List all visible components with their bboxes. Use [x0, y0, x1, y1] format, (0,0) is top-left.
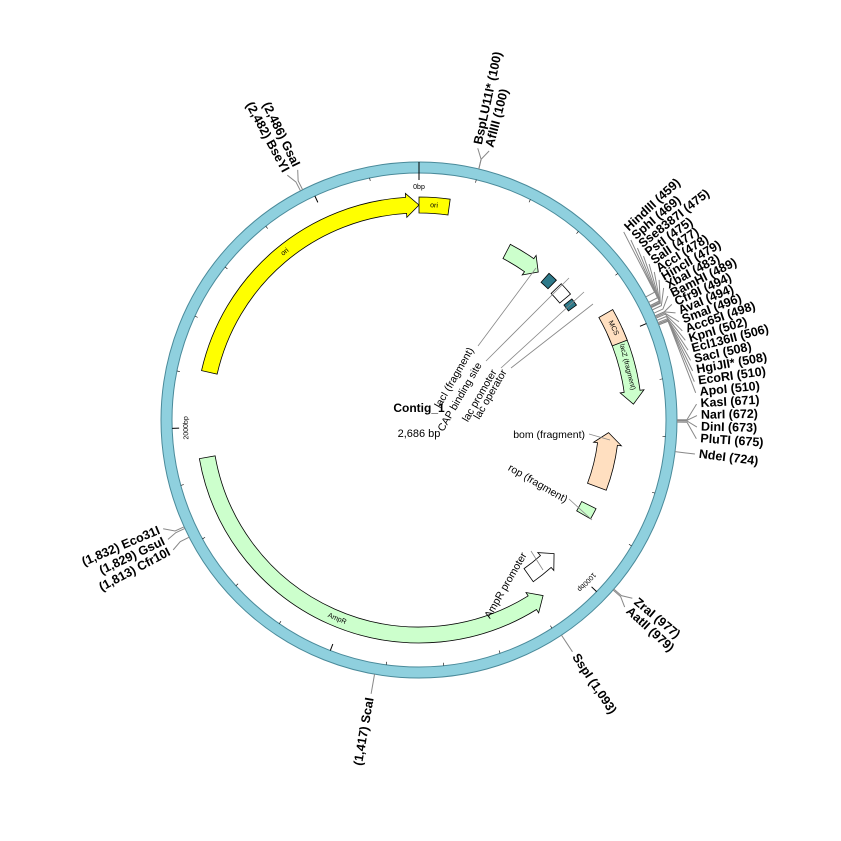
feature-CAP-binding-site [540, 272, 557, 290]
tick-mark [498, 650, 501, 654]
feature-MCS [598, 309, 628, 347]
tick-mark [550, 625, 553, 629]
site-connector [656, 315, 686, 341]
feature-label-bom-fragment: bom (fragment) [513, 429, 585, 441]
leader-rop-fragment [568, 498, 593, 521]
site-connector [676, 421, 697, 440]
tick-mark [194, 315, 198, 318]
tick-mark [265, 226, 268, 229]
site-connector [653, 295, 669, 314]
feature-label-ori: ori [280, 247, 291, 258]
leader-AmpR-promoter [530, 550, 544, 571]
site-connector [676, 415, 698, 421]
tick-mark [639, 323, 647, 327]
plasmid-size: 2,686 bp [398, 428, 441, 440]
tick-mark [591, 586, 597, 593]
site-connector [172, 536, 190, 551]
site-connector [478, 150, 490, 170]
site-connector [655, 312, 680, 323]
tick-mark [176, 370, 180, 372]
tick-mark [615, 273, 619, 276]
tick-mark [224, 266, 228, 270]
tick-mark [651, 491, 656, 494]
feature-label-rop-fragment: rop (fragment) [506, 462, 570, 506]
tick-mark [528, 199, 531, 203]
feature-AmpR [198, 455, 544, 644]
site-connector [658, 319, 694, 372]
site-label-apoi: ApoI (510) [699, 379, 761, 399]
site-connector [651, 279, 661, 309]
site-connector [652, 287, 665, 311]
tick-mark [369, 177, 371, 181]
site-label-nari: NarI (672) [701, 407, 758, 422]
site-connector [613, 588, 633, 599]
tick-mark [202, 537, 206, 540]
site-connector [163, 526, 185, 532]
site-connector [654, 311, 676, 317]
leader-bom-fragment [588, 433, 611, 441]
tick-label: 0bp [413, 184, 425, 191]
feature-ori [201, 192, 420, 375]
leader-CAP-binding-site [485, 277, 570, 362]
tick-mark [235, 583, 239, 586]
feature-label-ori-box: ori [430, 202, 439, 210]
site-connector [167, 528, 186, 540]
tick-mark [628, 544, 632, 547]
site-connector [676, 403, 697, 421]
feature-lacI-fragment [502, 243, 539, 276]
feature-AmpR-promoter [523, 552, 555, 583]
feature-ori-box [418, 196, 451, 216]
site-connector [370, 674, 376, 694]
feature-lac-promoter [550, 283, 572, 304]
plasmid-name: Contig_1 [393, 401, 445, 415]
feature-lacZ-fragment [607, 327, 645, 405]
tick-mark [329, 643, 334, 651]
backbone-ring [161, 162, 677, 678]
site-label-pluti: PluTI (675) [700, 431, 764, 449]
tick-mark [180, 484, 184, 486]
site-connector [561, 634, 573, 653]
tick-mark [576, 231, 579, 234]
site-connector [676, 420, 698, 428]
site-label-sspi: SspI (1,093) [569, 651, 619, 717]
site-connector [286, 174, 301, 192]
tick-label: 2000bp [183, 416, 191, 440]
tick-mark [279, 621, 282, 624]
leader-lacI-fragment [477, 267, 537, 347]
leader-lac-promoter [500, 291, 585, 369]
site-label-ndei: NdeI (724) [698, 447, 759, 468]
feature-rop-fragment [576, 500, 597, 520]
site-connector [612, 589, 626, 608]
feature-bom-fragment [587, 432, 623, 491]
site-connector [655, 313, 683, 332]
leader-lac-operator [510, 303, 594, 369]
site-label-kasi: KasI (671) [700, 393, 760, 410]
tick-mark [314, 195, 319, 203]
site-connector [654, 304, 673, 317]
tick-mark [475, 179, 477, 183]
site-connector [297, 169, 304, 190]
site-connector [658, 320, 697, 393]
plasmid-backbone [160, 161, 678, 679]
site-label-scai: (1,417) ScaI [351, 696, 377, 766]
site-label-dini: DinI (673) [701, 419, 758, 434]
site-connector [674, 451, 695, 455]
backbone-inner-edge [171, 172, 667, 668]
site-connector [657, 318, 689, 351]
